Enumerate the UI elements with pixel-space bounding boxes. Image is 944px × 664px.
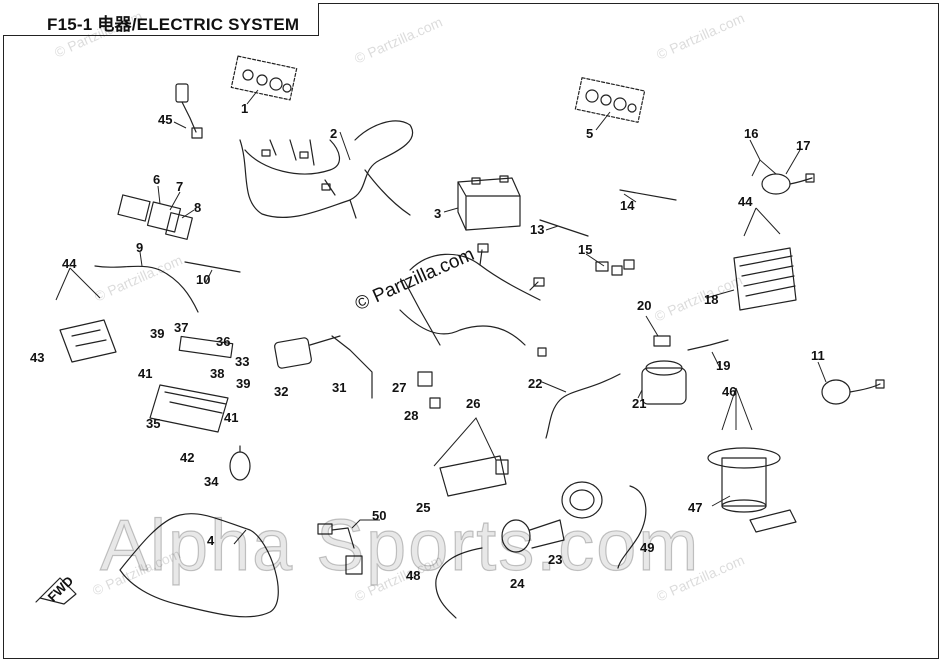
- part-15-connectors: [595, 259, 635, 276]
- part-21-solenoid: [641, 335, 687, 405]
- part-4-harness: [119, 513, 279, 618]
- callout-48: 48: [406, 568, 420, 583]
- callout-7: 7: [176, 179, 183, 194]
- callout-19: 19: [716, 358, 730, 373]
- part-11-switch: [821, 379, 885, 405]
- part-22-cable: [545, 373, 621, 439]
- part-34-horn: [229, 445, 251, 481]
- callout-34: 34: [204, 474, 219, 489]
- callout-25: 25: [416, 500, 430, 515]
- callout-32: 32: [274, 384, 288, 399]
- part-23-clamp: [561, 481, 603, 519]
- callout-4: 4: [207, 533, 215, 548]
- part-24-throttle: [501, 519, 565, 553]
- part-harness-center: [399, 243, 547, 357]
- page-title: F15-1 电器/ELECTRIC SYSTEM: [47, 15, 300, 34]
- part-47-fuel-pump: [707, 447, 797, 533]
- part-19-cable: [687, 339, 729, 351]
- callout-27: 27: [392, 380, 406, 395]
- part-49-hose: [617, 485, 647, 569]
- fwd-arrow-icon: [35, 577, 77, 605]
- callout-43: 43: [30, 350, 44, 365]
- part-3-battery: [457, 175, 521, 231]
- part-27-relay: [417, 371, 433, 387]
- callout-41: 41: [138, 366, 152, 381]
- callout-20: 20: [637, 298, 651, 313]
- callout-9: 9: [136, 240, 143, 255]
- callout-1: 1: [241, 101, 248, 116]
- callout-49: 49: [640, 540, 654, 555]
- callout-39b: 39: [236, 376, 250, 391]
- part-9-wire: [94, 265, 199, 313]
- callout-21: 21: [632, 396, 646, 411]
- callout-41b: 41: [224, 410, 238, 425]
- callout-42: 42: [180, 450, 194, 465]
- callout-38: 38: [210, 366, 224, 381]
- callout-26: 26: [466, 396, 480, 411]
- part-17-switch: [761, 173, 815, 195]
- diagram-frame: [3, 3, 939, 659]
- callout-13: 13: [530, 222, 544, 237]
- part-25-ecu: [439, 455, 509, 497]
- callout-14: 14: [620, 198, 635, 213]
- callout-36: 36: [216, 334, 230, 349]
- part-2-main-harness: [239, 120, 414, 219]
- part-43-fusebox: [59, 319, 117, 363]
- callout-47: 47: [688, 500, 702, 515]
- callout-16: 16: [744, 126, 758, 141]
- part-13-rod: [539, 219, 589, 237]
- part-45-sensor: [175, 83, 203, 139]
- callout-45: 45: [158, 112, 172, 127]
- part-35-fuse-block: [149, 384, 229, 433]
- watermark-main: Alpha Sports.com: [99, 505, 701, 586]
- part-6-8-relays: [117, 194, 193, 240]
- callout-5: 5: [586, 126, 593, 141]
- callout-10: 10: [196, 272, 210, 287]
- callout-8: 8: [194, 200, 201, 215]
- callout-33: 33: [235, 354, 249, 369]
- callout-6: 6: [153, 172, 160, 187]
- callout-50: 50: [372, 508, 386, 523]
- part-5-grommets: [574, 77, 646, 123]
- callout-39: 39: [150, 326, 164, 341]
- callout-15: 15: [578, 242, 592, 257]
- callout-3: 3: [434, 206, 441, 221]
- part-50-sensor: [317, 523, 363, 575]
- part-1-grommets: [230, 55, 298, 101]
- part-31-plug-wire: [331, 335, 373, 399]
- part-10-rod: [184, 261, 241, 273]
- part-36-strip: [178, 335, 234, 359]
- callout-35: 35: [146, 416, 160, 431]
- callout-44b: 44: [738, 194, 753, 209]
- part-18-regulator: [733, 247, 797, 311]
- callout-24: 24: [510, 576, 525, 591]
- part-14-rod: [619, 189, 677, 201]
- callout-37: 37: [174, 320, 188, 335]
- callout-46: 46: [722, 384, 736, 399]
- part-48-hose: [435, 547, 483, 619]
- title-box: F15-1 电器/ELECTRIC SYSTEM: [3, 3, 319, 36]
- callout-11: 11: [811, 348, 825, 363]
- callout-23: 23: [548, 552, 562, 567]
- callout-22: 22: [528, 376, 542, 391]
- part-28-clip: [429, 397, 441, 409]
- callout-31: 31: [332, 380, 346, 395]
- callout-18: 18: [704, 292, 718, 307]
- callout-44: 44: [62, 256, 77, 271]
- callout-2: 2: [330, 126, 337, 141]
- part-32-coil: [274, 335, 341, 369]
- callout-17: 17: [796, 138, 810, 153]
- callout-28: 28: [404, 408, 418, 423]
